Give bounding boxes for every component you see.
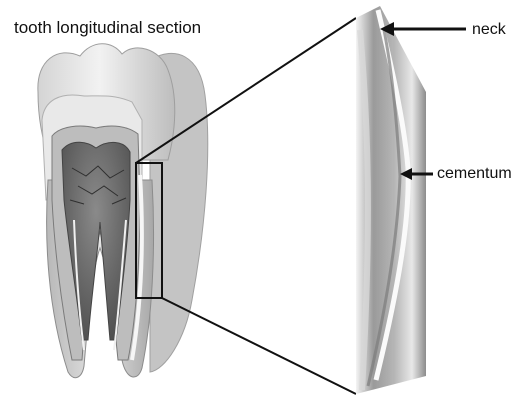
- zoom-line-bottom: [162, 298, 356, 394]
- cementum-label: cementum: [437, 165, 512, 183]
- magnified-strip: [356, 6, 426, 394]
- neck-arrow: [380, 22, 466, 36]
- tooth-illustration: [38, 44, 208, 378]
- neck-label: neck: [472, 21, 506, 39]
- figure-title: tooth longitudinal section: [14, 18, 201, 38]
